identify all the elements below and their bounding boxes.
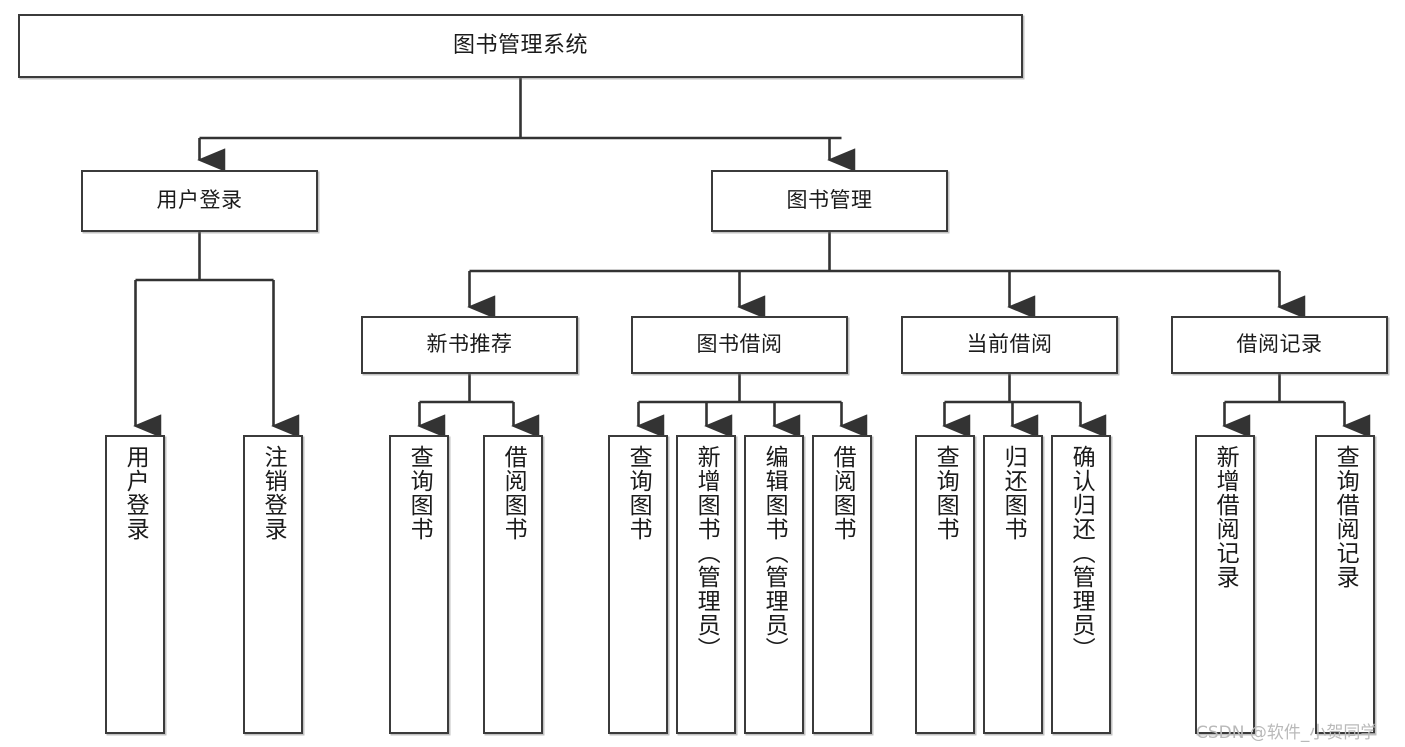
node-label: 新增借阅记录: [1212, 445, 1239, 589]
node-label: 编辑图书（管理员）: [761, 445, 788, 661]
node-label: 借阅记录: [1236, 332, 1323, 357]
node-book-management[interactable]: 图书管理: [711, 170, 948, 232]
node-label: 借阅图书: [500, 445, 527, 541]
node-leaf-borrow-edit-book-admin[interactable]: 编辑图书（管理员）: [744, 435, 804, 734]
node-label: 归还图书: [1000, 445, 1027, 541]
node-current-borrow[interactable]: 当前借阅: [901, 316, 1118, 374]
node-leaf-new-book-borrow-book[interactable]: 借阅图书: [483, 435, 543, 734]
node-label: 查询图书: [932, 445, 959, 541]
node-borrow-record[interactable]: 借阅记录: [1171, 316, 1388, 374]
node-label: 注销登录: [260, 445, 287, 541]
node-label: 新书推荐: [426, 332, 513, 357]
node-label: 图书借阅: [696, 332, 783, 357]
node-leaf-new-book-query-book[interactable]: 查询图书: [389, 435, 449, 734]
node-label: 图书管理系统: [452, 32, 588, 58]
node-new-book-recommend[interactable]: 新书推荐: [361, 316, 578, 374]
node-label: 当前借阅: [966, 332, 1053, 357]
node-leaf-borrow-add-book-admin[interactable]: 新增图书（管理员）: [676, 435, 736, 734]
node-label: 确认归还（管理员）: [1068, 445, 1095, 661]
node-user-login[interactable]: 用户登录: [81, 170, 318, 232]
node-leaf-current-query-book[interactable]: 查询图书: [915, 435, 975, 734]
node-leaf-record-add-record[interactable]: 新增借阅记录: [1195, 435, 1255, 734]
csdn-watermark: CSDN @软件_小贺同学: [1196, 723, 1378, 743]
node-book-borrow[interactable]: 图书借阅: [631, 316, 848, 374]
node-label: 用户登录: [122, 445, 149, 541]
node-leaf-record-query-record[interactable]: 查询借阅记录: [1315, 435, 1375, 734]
node-label: 用户登录: [156, 188, 243, 213]
node-label: 图书管理: [786, 188, 873, 213]
node-label: 查询图书: [625, 445, 652, 541]
node-label: 查询图书: [406, 445, 433, 541]
node-leaf-current-confirm-return-admin[interactable]: 确认归还（管理员）: [1051, 435, 1111, 734]
node-leaf-current-return-book[interactable]: 归还图书: [983, 435, 1043, 734]
node-leaf-user-login-logout[interactable]: 注销登录: [243, 435, 303, 734]
node-label: 借阅图书: [829, 445, 856, 541]
node-label: 查询借阅记录: [1332, 445, 1359, 589]
node-leaf-borrow-query-book[interactable]: 查询图书: [608, 435, 668, 734]
node-root-book-management-system[interactable]: 图书管理系统: [18, 14, 1023, 78]
node-leaf-borrow-borrow-book[interactable]: 借阅图书: [812, 435, 872, 734]
node-label: 新增图书（管理员）: [693, 445, 720, 661]
node-leaf-user-login-login[interactable]: 用户登录: [105, 435, 165, 734]
